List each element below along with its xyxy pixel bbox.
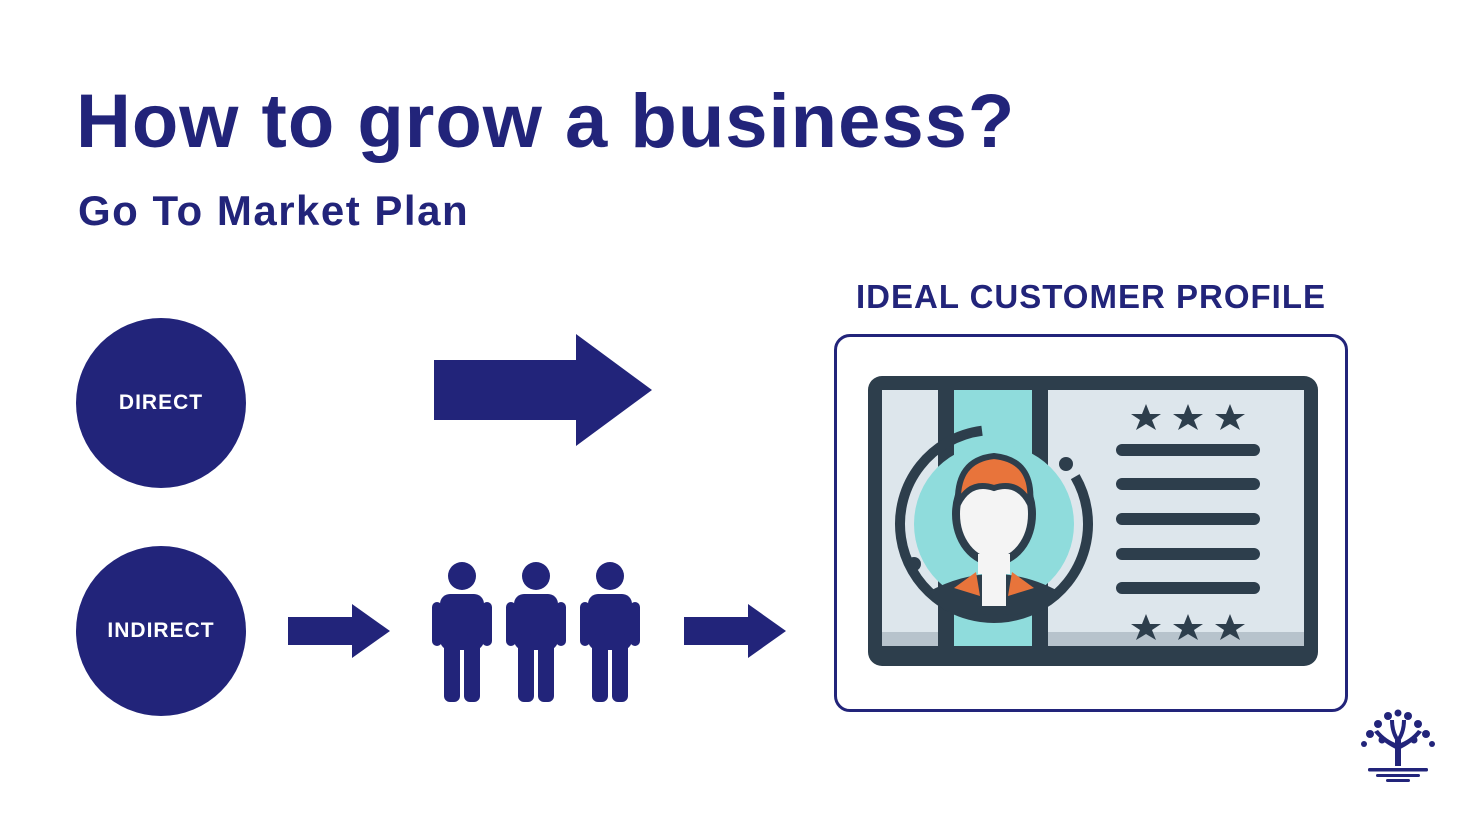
profile-label: IDEAL CUSTOMER PROFILE	[856, 278, 1326, 315]
direct-arrow-icon	[434, 334, 652, 446]
direct-channel-circle: DIRECT	[76, 318, 246, 488]
people-arrow-icon	[684, 604, 786, 658]
tree-logo-icon	[1361, 709, 1435, 782]
page-title: How to grow a business?	[76, 79, 1016, 164]
person-icon	[506, 562, 566, 702]
people-group	[432, 562, 640, 702]
direct-channel-label: DIRECT	[118, 391, 204, 414]
indirect-channel-label: INDIRECT	[107, 619, 215, 642]
id-card-icon	[868, 376, 1318, 666]
person-icon	[432, 562, 492, 702]
indirect-channel-circle: INDIRECT	[76, 546, 246, 716]
indirect-arrow-icon	[288, 604, 390, 658]
page-subtitle: Go To Market Plan	[78, 187, 470, 234]
person-icon	[580, 562, 640, 702]
